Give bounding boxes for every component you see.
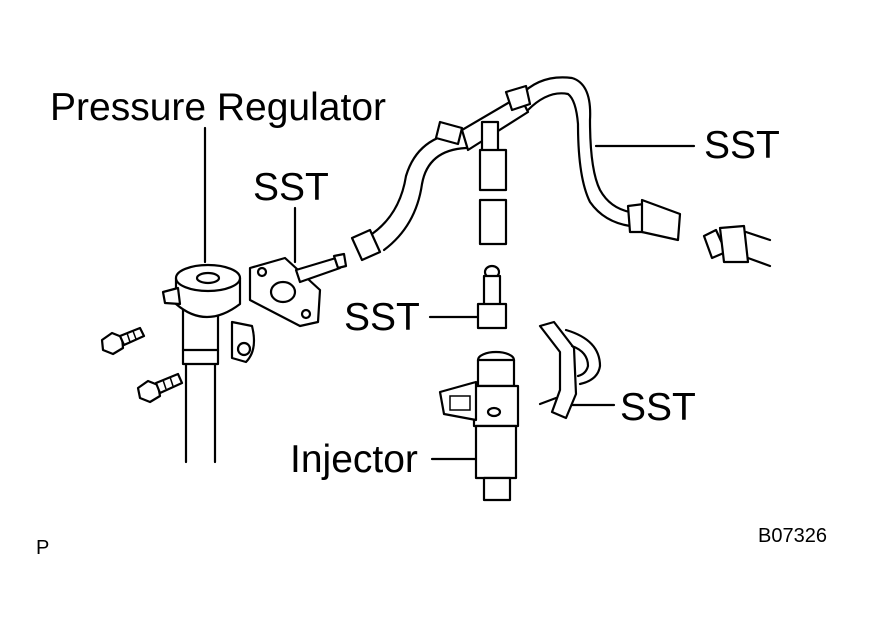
injector-part xyxy=(438,350,520,502)
label-pressure-regulator: Pressure Regulator xyxy=(50,86,386,129)
label-injector: Injector xyxy=(290,438,418,481)
fuel-line-union xyxy=(702,224,772,268)
sst-nozzle-adapter xyxy=(476,264,508,330)
return-pipe xyxy=(184,360,217,464)
bolt-upper xyxy=(100,326,146,356)
sst-clamp-part xyxy=(538,320,602,420)
label-sst-clamp: SST xyxy=(620,386,696,429)
page-marker: P xyxy=(36,537,50,559)
label-sst-hose: SST xyxy=(704,124,780,167)
sst-flange-adapter xyxy=(248,252,348,328)
label-sst-adapter: SST xyxy=(344,296,420,339)
label-sst-regulator: SST xyxy=(253,166,329,209)
figure-code: B07326 xyxy=(758,525,827,547)
sst-hose-assembly xyxy=(350,76,682,262)
leader-lines xyxy=(203,126,696,461)
bolt-lower xyxy=(136,372,184,404)
pressure-regulator-part xyxy=(161,263,256,366)
